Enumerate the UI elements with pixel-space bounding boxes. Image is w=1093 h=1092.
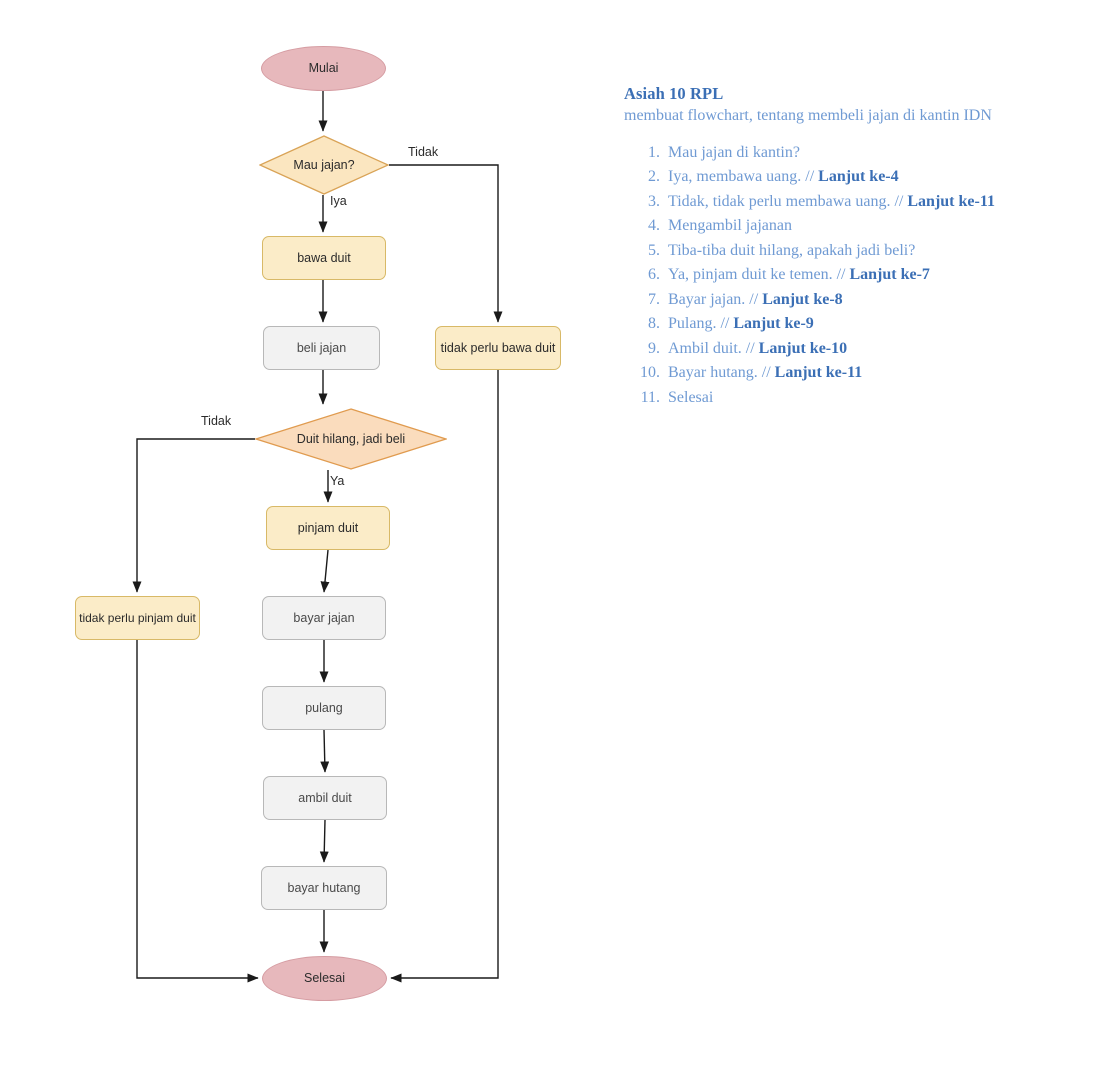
node-label: bawa duit <box>297 250 351 265</box>
notes-item-text: Pulang. // <box>668 315 734 333</box>
node-label: Duit hilang, jadi beli <box>296 431 406 446</box>
node-bayar-hutang[interactable]: bayar hutang <box>261 866 387 910</box>
notes-item-emphasis: Lanjut ke-10 <box>758 339 848 357</box>
notes-list-item: Tidak, tidak perlu membawa uang. // Lanj… <box>664 190 1062 214</box>
notes-list: Mau jajan di kantin? Iya, membawa uang. /… <box>622 141 1062 410</box>
node-duit-hilang[interactable]: Duit hilang, jadi beli <box>255 408 447 470</box>
notes-list-item: Pulang. // Lanjut ke-9 <box>664 312 1062 336</box>
notes-list-item: Ambil duit. // Lanjut ke-10 <box>664 337 1062 361</box>
notes-item-emphasis: Lanjut ke-11 <box>907 192 995 210</box>
flowchart-connectors <box>132 91 503 983</box>
notes-list-item: Tiba-tiba duit hilang, apakah jadi beli? <box>664 239 1062 263</box>
notes-item-text: Mengambil jajanan <box>668 217 792 235</box>
node-selesai[interactable]: Selesai <box>262 956 387 1001</box>
notes-item-emphasis: Lanjut ke-7 <box>849 266 930 284</box>
notes-list-item: Mau jajan di kantin? <box>664 141 1062 165</box>
notes-item-emphasis: Lanjut ke-8 <box>762 290 843 308</box>
diamond-shape <box>259 135 389 195</box>
notes-title: Asiah 10 RPL <box>624 84 724 103</box>
notes-panel: Asiah 10 RPL membuat flowchart, tentang … <box>622 84 1062 410</box>
node-label: tidak perlu bawa duit <box>440 340 556 355</box>
edge-pulang-to-ambil-duit <box>320 729 330 773</box>
notes-item-text: Bayar jajan. // <box>668 290 763 308</box>
node-label: ambil duit <box>298 790 352 805</box>
edge-label-iya-mau-jajan: Iya <box>330 194 347 208</box>
node-ambil-duit[interactable]: ambil duit <box>263 776 387 820</box>
edge-tidak-pinjam-to-selesai <box>136 640 259 983</box>
flowchart-canvas: Mulai Mau jajan? bawa duit beli jajan ti… <box>75 46 561 1001</box>
notes-item-text: Selesai <box>668 388 714 406</box>
node-label: bayar hutang <box>287 880 361 895</box>
notes-item-text: Tidak, tidak perlu membawa uang. // <box>668 192 908 210</box>
node-tidak-perlu-pinjam-duit[interactable]: tidak perlu pinjam duit <box>75 596 200 640</box>
notes-list-item: Iya, membawa uang. // Lanjut ke-4 <box>664 165 1062 189</box>
node-bawa-duit[interactable]: bawa duit <box>262 236 386 280</box>
node-tidak-perlu-bawa-duit[interactable]: tidak perlu bawa duit <box>435 326 561 370</box>
node-pinjam-duit[interactable]: pinjam duit <box>266 506 390 550</box>
node-label: Mau jajan? <box>293 157 355 172</box>
node-label: Selesai <box>304 971 345 985</box>
edge-pinjam-duit-to-bayar-jajan <box>320 549 330 593</box>
notes-list-item: Bayar jajan. // Lanjut ke-8 <box>664 288 1062 312</box>
node-label: bayar jajan <box>293 610 355 625</box>
notes-subtitle: membuat flowchart, tentang membeli jajan… <box>624 107 992 124</box>
diamond-shape <box>255 408 447 470</box>
edge-label-ya-duit-hilang: Ya <box>330 474 345 488</box>
notes-item-emphasis: Lanjut ke-9 <box>733 315 814 333</box>
edge-label-tidak-mau-jajan: Tidak <box>408 145 439 159</box>
node-beli-jajan[interactable]: beli jajan <box>263 326 380 370</box>
edge-tidak-bawa-to-selesai <box>390 370 499 983</box>
node-label: pulang <box>305 700 343 715</box>
notes-item-text: Tiba-tiba duit hilang, apakah jadi beli? <box>668 241 916 259</box>
notes-list-item: Mengambil jajanan <box>664 214 1062 238</box>
edge-ambil-duit-to-bayar-hutang <box>319 819 329 863</box>
notes-list-item: Ya, pinjam duit ke temen. // Lanjut ke-7 <box>664 263 1062 287</box>
edge-mau-jajan-tidak <box>389 164 503 323</box>
notes-item-emphasis: Lanjut ke-4 <box>818 168 899 186</box>
notes-item-emphasis: Lanjut ke-11 <box>774 364 863 382</box>
edge-label-tidak-duit-hilang: Tidak <box>201 414 232 428</box>
node-mau-jajan[interactable]: Mau jajan? <box>259 135 389 195</box>
node-label: beli jajan <box>296 340 347 355</box>
notes-item-text: Ya, pinjam duit ke temen. // <box>668 266 850 284</box>
notes-item-text: Bayar hutang. // <box>668 364 775 382</box>
node-label: tidak perlu pinjam duit <box>79 610 196 625</box>
node-pulang[interactable]: pulang <box>262 686 386 730</box>
notes-item-text: Mau jajan di kantin? <box>668 144 800 161</box>
node-bayar-jajan[interactable]: bayar jajan <box>262 596 386 640</box>
node-mulai[interactable]: Mulai <box>261 46 386 91</box>
notes-list-item: Selesai <box>664 386 1062 410</box>
notes-item-text: Iya, membawa uang. // <box>668 168 819 186</box>
node-label: pinjam duit <box>297 520 359 535</box>
notes-item-text: Ambil duit. // <box>668 339 759 357</box>
edge-duit-hilang-tidak <box>132 438 255 593</box>
notes-list-item: Bayar hutang. // Lanjut ke-11 <box>664 361 1062 385</box>
node-label: Mulai <box>308 61 339 75</box>
